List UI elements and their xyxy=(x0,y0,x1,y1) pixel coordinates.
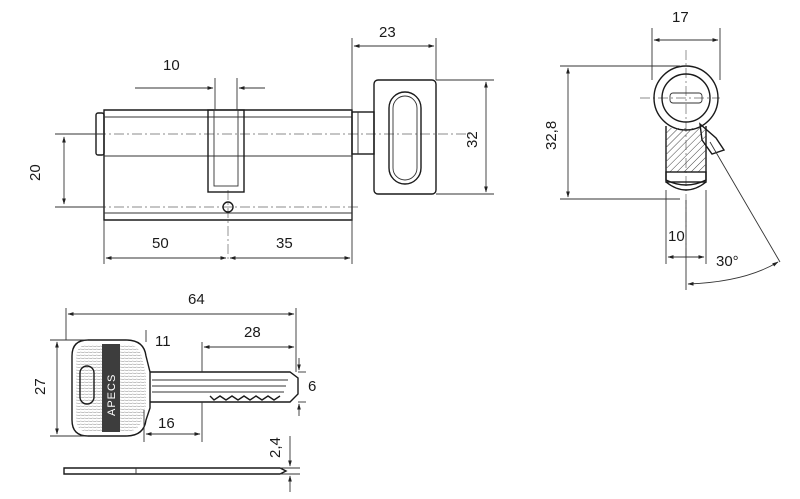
dimension-lengths: 50 35 xyxy=(103,160,353,264)
label-key-thickness: 2,4 xyxy=(267,437,284,458)
label-knob-length: 23 xyxy=(379,24,396,41)
key-top-view: APECS xyxy=(71,339,299,437)
label-length-right: 35 xyxy=(276,235,293,252)
label-cam-angle: 30° xyxy=(716,253,739,270)
dimension-key-slot-width: 10 xyxy=(135,57,265,110)
label-key-length: 64 xyxy=(188,291,205,308)
label-key-grip-length: 16 xyxy=(158,415,175,432)
label-length-left: 50 xyxy=(152,235,169,252)
dimension-cam-angle: 30° xyxy=(685,141,781,290)
dimension-key-head-offset: 11 xyxy=(145,330,171,350)
label-knob-height: 32 xyxy=(464,131,481,148)
cylinder-profile-view xyxy=(640,50,726,260)
dimension-cylinder-height: 20 xyxy=(27,133,104,208)
dimension-profile-height: 32,8 xyxy=(543,65,680,200)
label-key-height: 27 xyxy=(32,378,49,395)
cylinder-side-view xyxy=(60,79,470,262)
dimension-knob-length: 23 xyxy=(351,24,437,110)
label-key-slot-width: 10 xyxy=(163,57,180,74)
key-edge-view: 2,4 xyxy=(63,436,300,492)
dimension-knob-height: 32 xyxy=(436,79,494,195)
dimension-key-blade-length: 28 xyxy=(201,324,295,372)
label-profile-height: 32,8 xyxy=(543,121,560,150)
label-key-blade-height: 6 xyxy=(308,378,316,395)
label-key-head-offset: 11 xyxy=(155,333,171,350)
dimension-key-height: 27 xyxy=(32,339,88,437)
label-profile-width: 17 xyxy=(672,9,689,26)
label-cylinder-height: 20 xyxy=(27,164,44,181)
label-key-blade-length: 28 xyxy=(244,324,261,341)
dimension-key-blade-height: 6 xyxy=(297,358,316,416)
key-brand-label: APECS xyxy=(106,374,118,416)
key-brand-band xyxy=(102,344,120,432)
dimension-key-grip-length: 16 xyxy=(143,402,203,442)
dimension-profile-width: 17 xyxy=(651,9,721,80)
dimension-key-length: 64 xyxy=(65,291,297,372)
label-cam-width: 10 xyxy=(668,228,685,245)
